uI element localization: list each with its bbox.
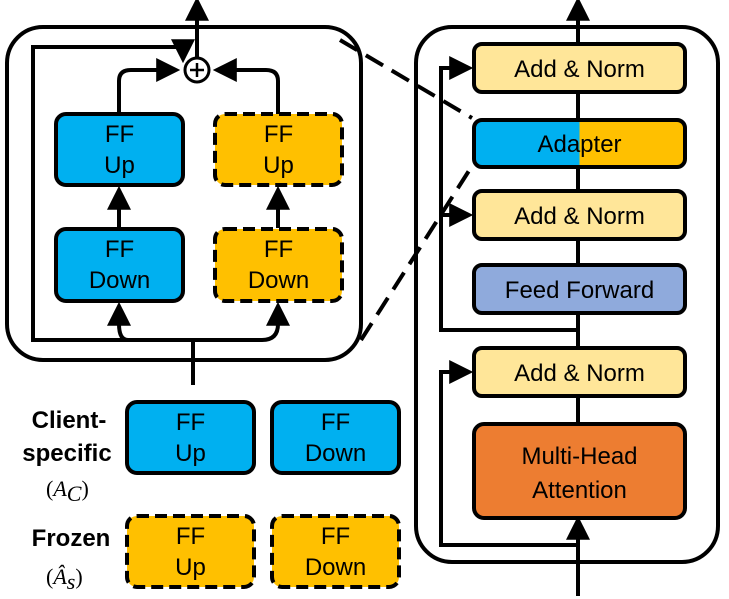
legend-client-up-line1: FF	[176, 409, 205, 436]
legend-client-down-line2: Down	[305, 440, 366, 467]
transformer-block: Add & Norm Adapter Add & Norm Feed Forwa…	[414, 0, 720, 596]
legend-client-down-line1: FF	[321, 409, 350, 436]
multi-head-attention-box: Multi-Head Attention	[472, 422, 687, 520]
frozen-ff-up-line2: Up	[263, 152, 294, 179]
residual-feedforward	[439, 203, 578, 332]
adapter-detail: + FF Up FF Up FF Down FF Down	[0, 0, 363, 385]
client-ff-up-line2: Up	[104, 152, 135, 179]
frozen-symbol-letter: Â	[51, 564, 67, 589]
client-symbol-sub: C	[67, 481, 82, 506]
client-symbol-letter: A	[51, 476, 67, 501]
residual-adapter	[439, 56, 474, 215]
client-ff-down-box: FF Down	[54, 227, 185, 303]
feed-forward-box: Feed Forward	[472, 263, 687, 315]
residual-bypass-line	[31, 39, 195, 342]
legend-client-up-line2: Up	[175, 440, 206, 467]
client-ff-down-line1: FF	[105, 236, 134, 263]
frozen-ff-up-box: FF Up	[213, 112, 344, 187]
add-norm-mid-label: Add & Norm	[514, 203, 645, 230]
client-ff-up-box: FF Up	[54, 112, 185, 187]
legend-frozen-up-line2: Up	[175, 554, 206, 581]
frozen-symbol-sub: s	[67, 569, 76, 594]
legend-frozen-down-line1: FF	[321, 523, 350, 550]
add-norm-bottom-label: Add & Norm	[514, 360, 645, 387]
frozen-ff-up-line1: FF	[264, 121, 293, 148]
legend: Client- specific (AC) Frozen (Âs) FF Up …	[22, 400, 401, 594]
legend-client-symbol: (AC)	[46, 476, 89, 506]
split-arrow-left	[107, 301, 193, 342]
legend-frozen-label: Frozen	[32, 525, 111, 552]
transformer-frame	[414, 25, 720, 564]
legend-client-label-line1: Client-	[32, 407, 107, 434]
frozen-ff-down-line1: FF	[264, 236, 293, 263]
frozen-ff-down-box: FF Down	[213, 227, 344, 303]
add-norm-top-box: Add & Norm	[472, 42, 687, 94]
frozen-up-to-sum-arrow	[212, 58, 280, 115]
add-norm-bottom-box: Add & Norm	[472, 346, 687, 398]
attention-label-line2: Attention	[532, 477, 627, 504]
legend-client-ff-down-box: FF Down	[270, 400, 401, 475]
frozen-ff-down-line2: Down	[248, 267, 309, 294]
legend-frozen-down-line2: Down	[305, 554, 366, 581]
client-up-to-sum-arrow	[117, 58, 181, 115]
add-norm-mid-box: Add & Norm	[472, 189, 687, 241]
adapter-detail-frame	[5, 25, 363, 362]
client-ff-down-line2: Down	[89, 267, 150, 294]
legend-client-ff-up-box: FF Up	[125, 400, 256, 475]
attention-label-line1: Multi-Head	[521, 443, 637, 470]
adapter-box: Adapter	[472, 118, 687, 169]
zoom-connector-top	[338, 38, 474, 120]
split-arrow-right	[193, 301, 290, 342]
adapter-label: Adapter	[537, 131, 621, 158]
legend-client-label-line2: specific	[22, 440, 111, 467]
add-norm-top-label: Add & Norm	[514, 56, 645, 83]
sum-symbol: +	[0, 0, 1, 1]
legend-frozen-ff-up-box: FF Up	[125, 514, 256, 589]
legend-frozen-symbol: (Âs)	[46, 564, 83, 594]
residual-attention	[439, 360, 578, 547]
legend-frozen-ff-down-box: FF Down	[270, 514, 401, 589]
legend-frozen-up-line1: FF	[176, 523, 205, 550]
feed-forward-label: Feed Forward	[505, 277, 654, 304]
client-ff-up-line1: FF	[105, 121, 134, 148]
sum-node	[183, 56, 211, 84]
